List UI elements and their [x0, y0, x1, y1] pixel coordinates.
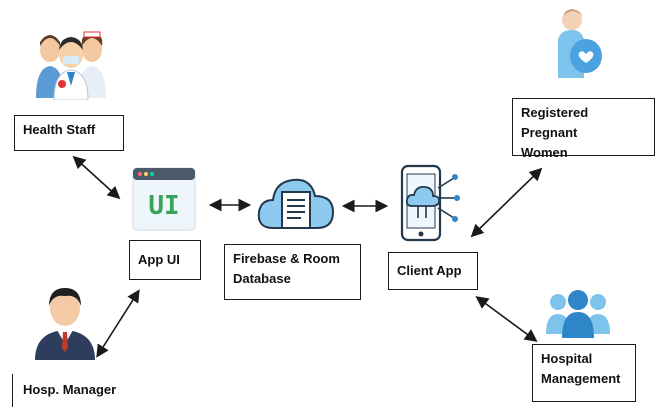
- pregnant-woman-icon: [558, 9, 602, 78]
- manager-icon: [35, 288, 95, 360]
- hospital-management-label: Hospital Management: [541, 351, 621, 386]
- arrow-client-hospital: [475, 296, 538, 342]
- arrow-staff-appui: [72, 155, 121, 200]
- registered-pregnant-women-box: Registered Pregnant Women: [512, 98, 655, 160]
- hosp-manager-box: Hosp. Manager: [12, 374, 138, 407]
- ui-window-icon: UI: [132, 167, 196, 231]
- health-staff-icon: [36, 31, 106, 100]
- cloud-document-icon: [257, 178, 335, 229]
- client-app-label: Client App: [397, 263, 462, 278]
- hospital-management-box: Hospital Management: [532, 344, 636, 402]
- health-staff-box: Health Staff: [14, 115, 124, 151]
- database-box: Firebase & Room Database: [224, 244, 361, 300]
- arrow-manager-appui: [96, 289, 140, 358]
- app-ui-box: App UI: [129, 240, 201, 280]
- app-ui-label: App UI: [138, 252, 180, 267]
- people-group-icon: [546, 290, 610, 338]
- arrow-client-women: [470, 167, 543, 238]
- database-label: Firebase & Room Database: [233, 251, 340, 286]
- ui-icon-text: UI: [148, 191, 179, 221]
- smartphone-cloud-icon: [400, 164, 460, 242]
- client-app-box: Client App: [388, 252, 478, 290]
- registered-pregnant-women-label: Registered Pregnant Women: [521, 105, 589, 160]
- hosp-manager-label: Hosp. Manager: [23, 382, 117, 397]
- health-staff-label: Health Staff: [23, 122, 96, 137]
